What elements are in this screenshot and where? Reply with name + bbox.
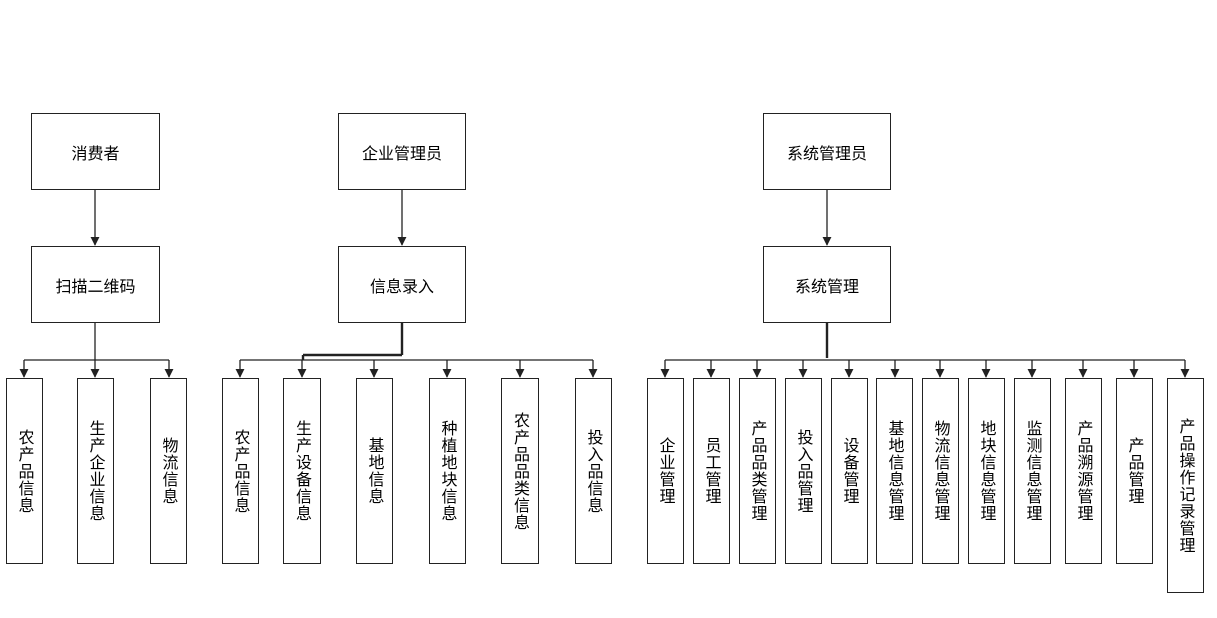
node-consumer: 消费者	[31, 113, 160, 190]
leaf-label: 产品溯源管理	[1074, 420, 1094, 522]
leaf-system-3: 投入品管理	[785, 378, 822, 564]
leaf-label: 投入品信息	[584, 428, 604, 514]
leaf-system-11: 产品操作记录管理	[1167, 378, 1204, 593]
leaf-system-9: 产品溯源管理	[1065, 378, 1102, 564]
node-system-admin: 系统管理员	[763, 113, 891, 190]
node-system-management-label: 系统管理	[794, 276, 859, 296]
leaf-label: 设备管理	[840, 437, 860, 505]
node-consumer-label: 消费者	[71, 143, 120, 163]
leaf-consumer-2: 物流信息	[150, 378, 187, 564]
leaf-system-5: 基地信息管理	[876, 378, 913, 564]
leaf-label: 基地信息	[365, 437, 385, 505]
leaf-label: 产品操作记录管理	[1176, 417, 1196, 554]
node-system-management: 系统管理	[763, 246, 891, 323]
leaf-label: 物流信息	[159, 437, 179, 505]
leaf-system-2: 产品品类管理	[739, 378, 776, 564]
node-scan-qr: 扫描二维码	[31, 246, 160, 323]
leaf-label: 员工管理	[702, 437, 722, 505]
leaf-system-0: 企业管理	[647, 378, 684, 564]
leaf-system-7: 地块信息管理	[968, 378, 1005, 564]
leaf-system-6: 物流信息管理	[922, 378, 959, 564]
node-system-admin-label: 系统管理员	[786, 143, 867, 163]
leaf-enterprise-5: 投入品信息	[575, 378, 612, 564]
leaf-label: 产品管理	[1125, 437, 1145, 505]
leaf-enterprise-0: 农产品信息	[222, 378, 259, 564]
node-info-entry: 信息录入	[338, 246, 466, 323]
leaf-system-10: 产品管理	[1116, 378, 1153, 564]
leaf-system-4: 设备管理	[831, 378, 868, 564]
leaf-label: 地块信息管理	[977, 420, 997, 522]
leaf-consumer-0: 农产品信息	[6, 378, 43, 564]
node-scan-qr-label: 扫描二维码	[55, 276, 136, 296]
leaf-consumer-1: 生产企业信息	[77, 378, 114, 564]
leaf-label: 生产企业信息	[86, 420, 106, 522]
leaf-label: 物流信息管理	[931, 420, 951, 522]
leaf-label: 生产设备信息	[293, 420, 312, 522]
leaf-label: 农产品信息	[15, 428, 35, 514]
node-enterprise-admin-label: 企业管理员	[361, 143, 442, 163]
leaf-label: 基地信息管理	[885, 420, 905, 522]
node-enterprise-admin: 企业管理员	[338, 113, 466, 190]
leaf-system-8: 监测信息管理	[1014, 378, 1051, 564]
leaf-label: 企业管理	[656, 437, 676, 505]
leaf-label: 农产品信息	[231, 428, 251, 514]
leaf-label: 农产品品类信息	[511, 411, 530, 531]
leaf-enterprise-1: 生产设备信息	[283, 378, 321, 564]
leaf-label: 产品品类管理	[748, 420, 768, 522]
leaf-label: 种植地块信息	[438, 420, 458, 522]
leaf-enterprise-4: 农产品品类信息	[501, 378, 539, 564]
leaf-enterprise-2: 基地信息	[356, 378, 393, 564]
leaf-enterprise-3: 种植地块信息	[429, 378, 466, 564]
leaf-system-1: 员工管理	[693, 378, 730, 564]
leaf-label: 监测信息管理	[1023, 420, 1043, 522]
node-info-entry-label: 信息录入	[369, 276, 434, 296]
leaf-label: 投入品管理	[794, 428, 814, 514]
